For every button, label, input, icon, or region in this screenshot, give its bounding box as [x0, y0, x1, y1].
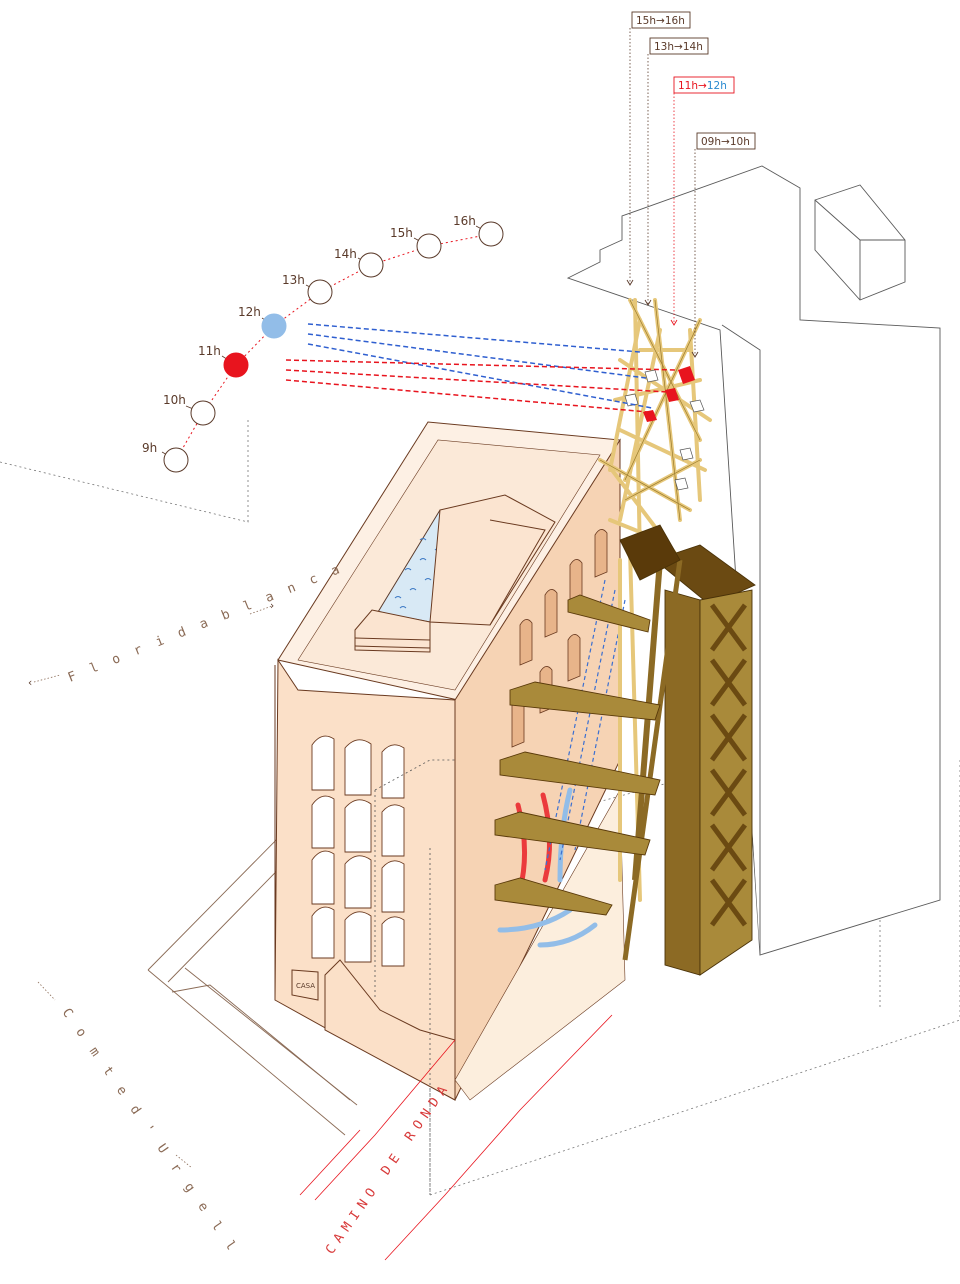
time-tag-label: 11h→12h [678, 80, 727, 92]
cutaway-box [374, 759, 455, 1195]
sun-path-line [175, 233, 492, 461]
sun-rays-red [285, 359, 677, 413]
time-tag-box [631, 11, 691, 29]
sun-hour-label: 9h [142, 441, 157, 455]
wood-tower [619, 524, 756, 976]
time-tags: 15h→16h 13h→14h 11h→12h 09h→10h [626, 11, 756, 358]
sun-hour-label: 11h [198, 344, 221, 358]
time-tag-box [649, 37, 709, 55]
sun-marker-13h [307, 279, 333, 305]
street-arrow-comte-urgell [37, 981, 193, 1169]
main-building [274, 421, 626, 1101]
arrow-right-icon: › [270, 600, 274, 612]
sun-hour-label: 10h [163, 393, 186, 407]
street-arrow-floridablanca [33, 605, 273, 683]
sun-marker-14h [358, 252, 384, 278]
sun-marker-16h [478, 221, 504, 247]
sun-hour-label: 13h [282, 273, 305, 287]
street-label-comte-urgell: C o m t e d ' U r g e l l [59, 1006, 241, 1257]
sun-hour-label: 15h [390, 226, 413, 240]
street-label-camino-de-ronda: CAMINO DE RONDA [323, 1079, 454, 1258]
sun-hour-label: 12h [238, 305, 261, 319]
arrow-down-icon [691, 351, 699, 358]
time-tag-label: 13h→14h [654, 41, 703, 53]
sun-marker-12h [261, 313, 287, 339]
ronda-lines [299, 1014, 613, 1261]
neighbour-building [566, 165, 941, 956]
time-tag-box [673, 76, 735, 94]
stair-platforms [494, 594, 661, 916]
sun-markers: 9h 10h 11h 12h 13h 14h 15h 16h [142, 214, 504, 473]
time-tag-label: 09h→10h [701, 136, 750, 148]
nest-openings [624, 366, 705, 491]
sun-marker-9h [163, 447, 189, 473]
sun-rays-blue [307, 323, 653, 409]
arrow-down-icon [626, 279, 634, 286]
arrow-down-icon [644, 299, 652, 306]
sun-marker-11h [223, 352, 249, 378]
time-tag-label: 15h→16h [636, 15, 685, 27]
sun-marker-10h [190, 400, 216, 426]
sun-marker-15h [416, 233, 442, 259]
arrow-down-icon [670, 319, 678, 326]
time-tag-box [696, 132, 756, 150]
sun-hour-label: 16h [453, 214, 476, 228]
sun-hour-label: 14h [334, 247, 357, 261]
arrow-left-icon: ‹ [28, 677, 32, 689]
door-sign: CASA [296, 982, 315, 990]
